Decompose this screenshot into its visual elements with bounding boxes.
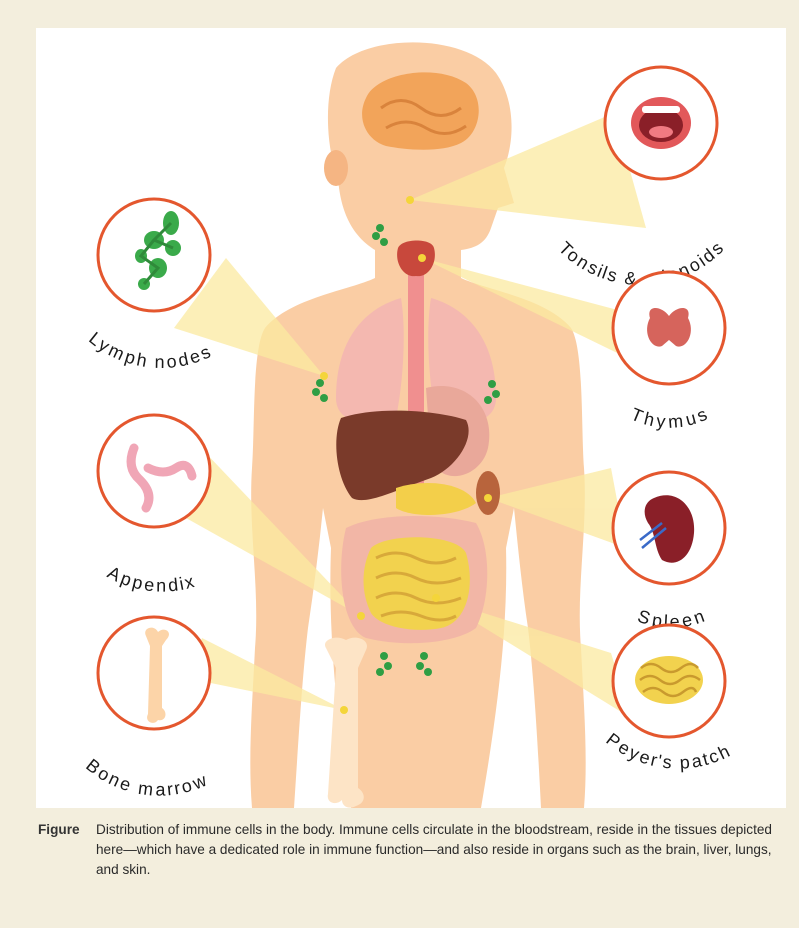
callout-thymus: Thymus [613, 272, 725, 432]
immune-system-diagram: Tonsils & adenoids Lymph nodes [36, 28, 786, 808]
callout-bone: Bone marrow [82, 617, 210, 800]
callout-peyer: Peyer's patch [602, 625, 733, 773]
label-appendix: Appendix [104, 562, 196, 595]
caption-text: Distribution of immune cells in the body… [96, 820, 778, 880]
illustration-panel: Tonsils & adenoids Lymph nodes [36, 28, 786, 808]
label-thymus: Thymus [628, 404, 710, 432]
spleen-organ [476, 471, 500, 515]
ear [324, 150, 348, 186]
peyers-patch-icon [635, 656, 703, 704]
mouth-icon [631, 97, 691, 149]
callout-lymph: Lymph nodes [85, 199, 214, 372]
figure-frame: Tonsils & adenoids Lymph nodes [10, 10, 789, 918]
callout-spleen: Spleen [613, 472, 725, 632]
label-lymph: Lymph nodes [85, 328, 214, 372]
intestines [341, 516, 487, 643]
callout-appendix: Appendix [98, 415, 210, 596]
caption-tag: Figure [38, 820, 80, 840]
label-bone: Bone marrow [82, 755, 210, 800]
figure-caption: Figure Distribution of immune cells in t… [38, 820, 778, 880]
brain [362, 72, 479, 149]
